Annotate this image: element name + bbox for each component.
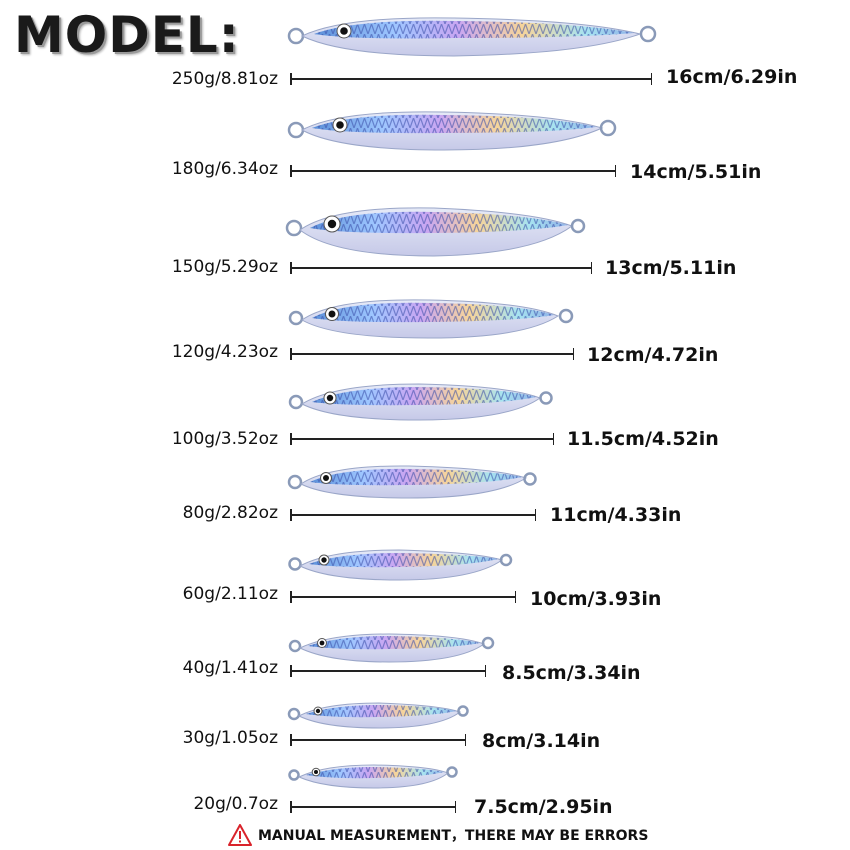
length-ruler <box>290 165 616 177</box>
length-ruler <box>290 262 592 274</box>
length-ruler <box>290 734 466 746</box>
model-length: 13cm/5.11in <box>605 257 737 279</box>
lure-100g <box>288 383 553 421</box>
lure-180g <box>287 111 617 151</box>
model-length: 11.5cm/4.52in <box>567 428 719 450</box>
disclaimer: MANUAL MEASUREMENT，THERE MAY BE ERRORS <box>228 824 648 846</box>
model-weight: 60g/2.11oz <box>182 584 278 604</box>
length-ruler <box>290 73 652 85</box>
model-length: 14cm/5.51in <box>630 161 762 183</box>
lure-30g <box>287 702 469 729</box>
model-weight: 150g/5.29oz <box>171 257 278 277</box>
model-weight: 40g/1.41oz <box>182 658 278 678</box>
length-ruler <box>290 509 536 521</box>
lure-80g <box>287 465 537 499</box>
warning-triangle-icon <box>228 824 252 846</box>
model-weight: 20g/0.7oz <box>193 794 278 814</box>
model-weight: 180g/6.34oz <box>171 159 278 179</box>
lure-60g <box>288 549 513 581</box>
model-weight: 80g/2.82oz <box>182 503 278 523</box>
length-ruler <box>290 591 516 603</box>
model-weight: 30g/1.05oz <box>182 728 278 748</box>
model-length: 8.5cm/3.34in <box>502 662 641 684</box>
model-length: 7.5cm/2.95in <box>474 796 613 818</box>
model-weight: 120g/4.23oz <box>171 342 278 362</box>
model-length: 10cm/3.93in <box>530 588 662 610</box>
model-weight: 100g/3.52oz <box>171 429 278 449</box>
lure-250g <box>287 17 657 57</box>
model-length: 11cm/4.33in <box>550 504 682 526</box>
length-ruler <box>290 801 456 813</box>
length-ruler <box>290 433 554 445</box>
lure-20g <box>288 764 458 789</box>
model-weight: 250g/8.81oz <box>171 69 278 89</box>
lure-150g <box>285 207 586 257</box>
model-length: 8cm/3.14in <box>482 730 601 752</box>
model-length: 16cm/6.29in <box>666 66 798 88</box>
length-ruler <box>290 348 574 360</box>
lure-40g <box>288 633 495 663</box>
length-ruler <box>290 665 486 677</box>
lure-120g <box>288 299 574 339</box>
disclaimer-text: MANUAL MEASUREMENT，THERE MAY BE ERRORS <box>258 828 649 844</box>
model-length: 12cm/4.72in <box>587 344 719 366</box>
page-title: MODEL: <box>14 6 240 64</box>
